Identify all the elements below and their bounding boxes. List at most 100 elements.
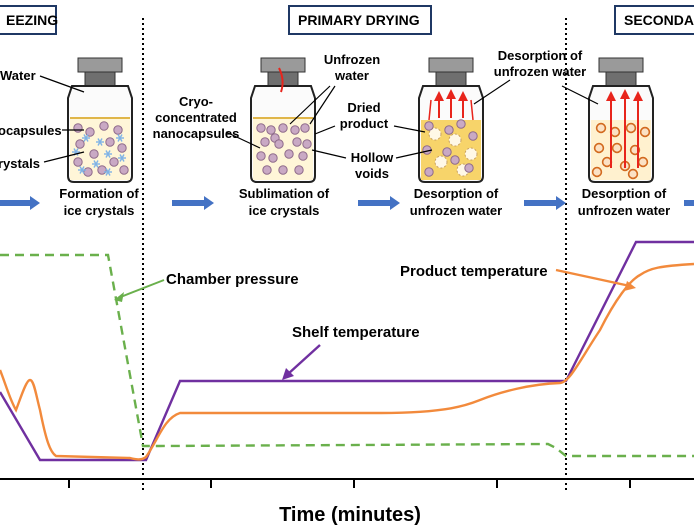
nanocapsule xyxy=(260,137,270,147)
nanocapsule xyxy=(119,165,129,175)
nanocapsule xyxy=(113,125,123,135)
shelf-temperature-curve xyxy=(0,240,694,462)
nanocapsule xyxy=(117,143,127,153)
nanocapsule xyxy=(266,125,276,135)
ice-crystal-icon xyxy=(96,138,104,146)
nanocapsule xyxy=(278,123,288,133)
nanocapsule xyxy=(302,139,312,149)
vial-sublimation xyxy=(250,57,316,183)
dried-nanocapsule xyxy=(639,126,651,138)
label-desorption-top-2: unfrozen water xyxy=(494,64,586,79)
nanocapsule xyxy=(456,119,466,129)
label-unfrozen-2: water xyxy=(334,68,369,83)
caption-4-line2: unfrozen water xyxy=(578,203,670,218)
label-nanocapsules: ocapsules xyxy=(0,123,62,138)
process-arrow-1 xyxy=(0,196,40,210)
nanocapsule xyxy=(450,155,460,165)
caption-1-line1: Formation of xyxy=(59,186,139,201)
nanocapsule xyxy=(256,151,266,161)
product-temperature-pointer xyxy=(555,268,631,288)
dried-nanocapsule xyxy=(593,142,605,154)
ice-crystal-icon xyxy=(116,134,124,142)
nanocapsule xyxy=(278,165,288,175)
stage-header-secondary-drying: SECONDA xyxy=(614,5,694,35)
label-desorption-top-1: Desorption of xyxy=(498,48,583,63)
shelf-temperature-pointer-head xyxy=(282,368,294,380)
process-graph: Chamber pressure Shelf temperature Produ… xyxy=(0,240,694,526)
dried-nanocapsule xyxy=(625,122,637,134)
nanocapsule xyxy=(256,123,266,133)
label-ice-crystals: rystals xyxy=(0,156,40,171)
stage-title-freezing: EEZING xyxy=(6,12,58,28)
nanocapsule xyxy=(424,121,434,131)
vial-freezing xyxy=(67,57,133,183)
nanocapsule xyxy=(298,151,308,161)
label-water: Water xyxy=(0,68,36,83)
nanocapsule xyxy=(424,167,434,177)
vial-primary-desorption xyxy=(418,57,484,183)
process-arrow-5 xyxy=(684,200,694,206)
dried-nanocapsule xyxy=(611,142,623,154)
nanocapsule xyxy=(109,157,119,167)
caption-2-line1: Sublimation of xyxy=(239,186,330,201)
ice-crystal-icon xyxy=(78,166,86,174)
caption-4-line1: Desorption of xyxy=(582,186,667,201)
label-dried-2: product xyxy=(340,116,389,131)
nanocapsule xyxy=(99,121,109,131)
nanocapsule xyxy=(300,123,310,133)
stage-title-primary-drying: PRIMARY DRYING xyxy=(298,12,420,28)
vial-annotations: Water ocapsules rystals Cryo- concentrat… xyxy=(0,48,599,181)
stage-header-primary-drying: PRIMARY DRYING xyxy=(288,5,432,35)
nanocapsule xyxy=(262,165,272,175)
process-arrows xyxy=(0,196,694,210)
nanocapsule xyxy=(444,125,454,135)
nanocapsule xyxy=(73,157,83,167)
chamber-pressure-pointer xyxy=(117,279,165,299)
nanocapsule xyxy=(75,139,85,149)
label-dried-1: Dried xyxy=(347,100,380,115)
product-temperature-curve xyxy=(0,262,694,461)
dried-nanocapsule xyxy=(627,168,639,180)
label-cryo-3: nanocapsules xyxy=(153,126,240,141)
caption-2-line2: ice crystals xyxy=(249,203,320,218)
nanocapsule xyxy=(85,127,95,137)
nanocapsule xyxy=(83,167,93,177)
nanocapsule xyxy=(464,163,474,173)
stage-title-secondary-drying: SECONDA xyxy=(624,12,694,28)
nanocapsule xyxy=(442,147,452,157)
dried-nanocapsule xyxy=(637,156,649,168)
nanocapsule xyxy=(274,139,284,149)
x-axis-label: Time (minutes) xyxy=(279,504,421,526)
shelf-temperature-pointer xyxy=(287,344,321,375)
ice-crystal-icon xyxy=(118,154,126,162)
caption-3-line1: Desorption of xyxy=(414,186,499,201)
chamber-pressure-label: Chamber pressure xyxy=(166,271,299,288)
ice-crystal-icon xyxy=(92,160,100,168)
label-hollow-2: voids xyxy=(355,166,389,181)
nanocapsule xyxy=(290,125,300,135)
nanocapsule xyxy=(73,123,83,133)
dried-nanocapsule xyxy=(595,122,607,134)
chamber-pressure-pointer-head xyxy=(114,292,124,302)
shelf-temperature-label: Shelf temperature xyxy=(292,324,420,341)
vial-captions: Formation of ice crystals Sublimation of… xyxy=(59,186,670,218)
process-arrow-2 xyxy=(172,196,214,210)
label-hollow-1: Hollow xyxy=(351,150,394,165)
label-unfrozen-1: Unfrozen xyxy=(324,52,380,67)
ice-crystal-icon xyxy=(104,168,112,176)
process-arrow-3 xyxy=(358,196,400,210)
ice-crystal-icon xyxy=(82,134,90,142)
caption-3-line2: unfrozen water xyxy=(410,203,502,218)
caption-1-line2: ice crystals xyxy=(64,203,135,218)
process-arrow-4 xyxy=(524,196,566,210)
nanocapsule xyxy=(292,137,302,147)
nanocapsule xyxy=(89,149,99,159)
label-cryo-1: Cryo- xyxy=(179,94,213,109)
nanocapsule xyxy=(97,165,107,175)
nanocapsule xyxy=(105,137,115,147)
product-temperature-pointer-head xyxy=(624,281,636,291)
nanocapsule xyxy=(284,149,294,159)
label-cryo-2: concentrated xyxy=(155,110,237,125)
product-temperature-label: Product temperature xyxy=(400,263,548,280)
